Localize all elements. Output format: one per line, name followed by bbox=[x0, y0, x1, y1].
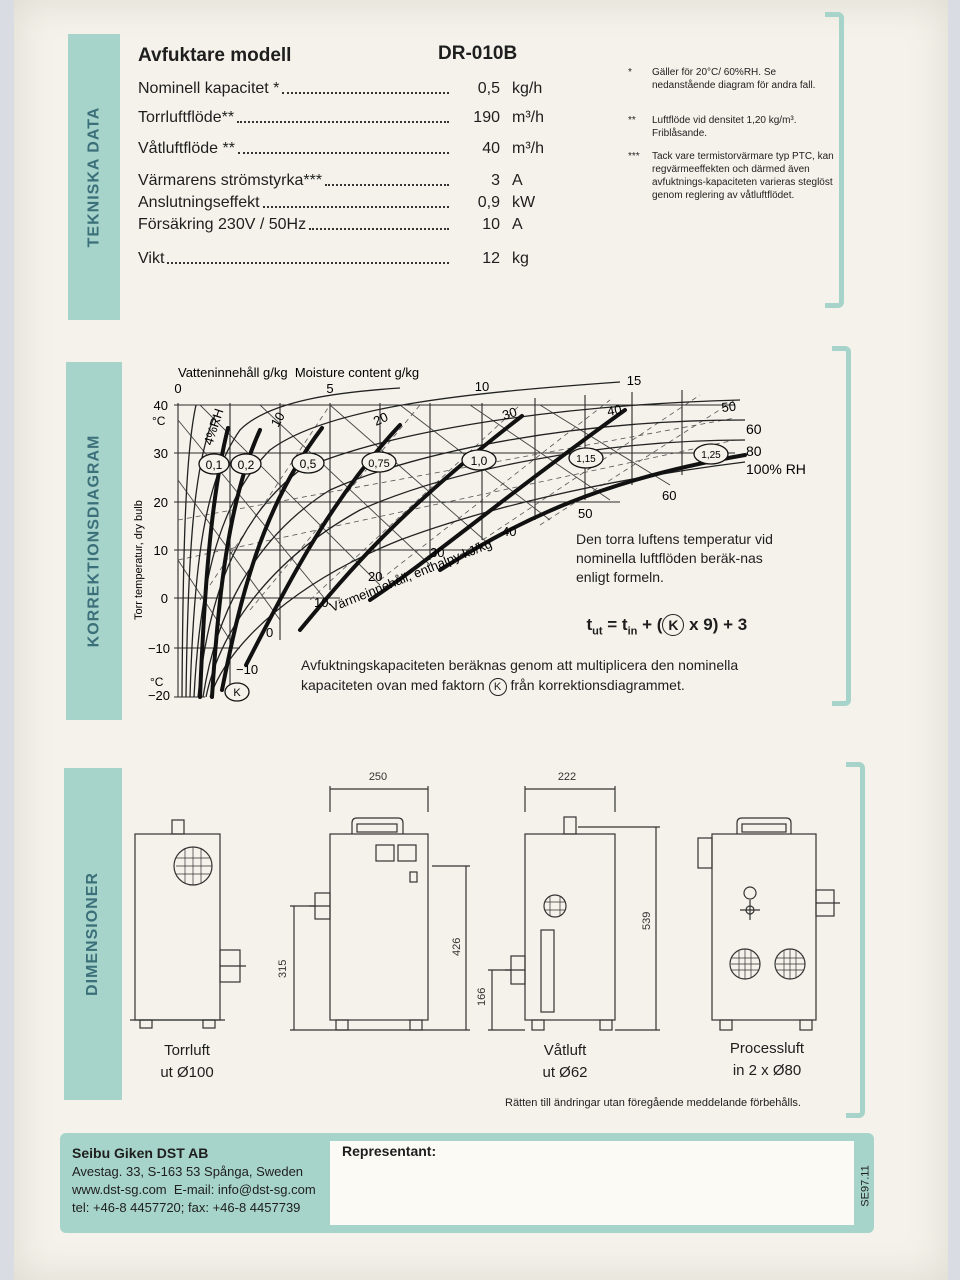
top-tick-0: 0 bbox=[174, 381, 181, 396]
k-value-markers bbox=[198, 443, 729, 702]
formula-k-symbol: K bbox=[662, 614, 685, 636]
enthalpy-tick-10: 10 bbox=[314, 595, 328, 610]
k-symbol-marker: K bbox=[233, 687, 241, 699]
company-address: Avestag. 33, S-163 53 Spånga, Sweden bbox=[72, 1164, 304, 1179]
spec-title: Avfuktare modell bbox=[138, 45, 292, 66]
y-unit-top: °C bbox=[152, 414, 166, 428]
unit-view-side-dry-outlet bbox=[130, 819, 246, 1029]
rh-label-60: 60 bbox=[746, 421, 762, 437]
unit-view-back-process-inlet bbox=[697, 817, 840, 1031]
spec-row-fuse: Försäkring 230V / 50Hz 10 A bbox=[138, 216, 523, 233]
spec-row-dry-airflow: Torrluftflöde** 190 m³/h bbox=[138, 109, 544, 126]
spec-row-wet-airflow: Våtluftflöde ** 40 m³/h bbox=[138, 140, 544, 157]
spec-row-weight: Vikt 12 kg bbox=[138, 250, 529, 267]
tab-tekniska-data: TEKNISKA DATA bbox=[68, 34, 120, 320]
y-tick-0: 0 bbox=[161, 591, 168, 606]
k-label-0-5: 0,5 bbox=[300, 457, 317, 471]
representative-box bbox=[330, 1141, 854, 1225]
enthalpy-tick-minus10: −10 bbox=[236, 662, 258, 677]
dim-height-539: 539 bbox=[641, 912, 653, 930]
y-unit-bottom: °C bbox=[150, 675, 164, 689]
capacity-explanation-1: Avfuktningskapaciteten beräknas genom at… bbox=[301, 657, 739, 673]
k-label-0-2: 0,2 bbox=[238, 458, 255, 472]
caption-process-air: Processluft in 2 x Ø80 bbox=[729, 1040, 805, 1079]
tech-bracket bbox=[825, 12, 844, 308]
rh-label-20: 20 bbox=[371, 409, 390, 429]
company-name: Seibu Giken DST AB bbox=[72, 1145, 209, 1161]
dimensions-bracket bbox=[846, 762, 865, 1118]
enthalpy-tick-20: 20 bbox=[368, 569, 382, 584]
k-label-1-0: 1,0 bbox=[471, 454, 488, 468]
y-tick-30: 30 bbox=[154, 446, 168, 461]
spec-model: DR-010B bbox=[438, 43, 518, 64]
unit-view-front bbox=[290, 786, 470, 1031]
tab-korrektionsdiagram: KORREKTIONSDIAGRAM bbox=[66, 362, 122, 720]
rh-label-40: 40 bbox=[606, 402, 623, 419]
top-tick-10: 10 bbox=[475, 379, 489, 394]
note-2: ** Luftflöde vid densitet 1,20 kg/m³. Fr… bbox=[628, 115, 797, 139]
enthalpy-tick-40: 40 bbox=[502, 524, 516, 539]
rh-label-30: 30 bbox=[500, 404, 518, 423]
enthalpy-tick-60: 60 bbox=[662, 488, 676, 503]
inline-k-symbol: K bbox=[488, 678, 507, 696]
top-tick-5: 5 bbox=[326, 381, 333, 396]
y-tick-minus20: −20 bbox=[148, 688, 170, 703]
top-axis-label: Vatteninnehåll g/kg Moisture content g/k… bbox=[178, 365, 419, 380]
dim-height-315: 315 bbox=[277, 960, 289, 978]
top-tick-15: 15 bbox=[627, 373, 641, 388]
k-label-0-75: 0,75 bbox=[368, 458, 389, 470]
enthalpy-tick-50: 50 bbox=[578, 506, 592, 521]
enthalpy-tick-0: 0 bbox=[266, 625, 273, 640]
spec-row-heater-current: Värmarens strömstyrka*** 3 A bbox=[138, 172, 523, 189]
y-tick-20: 20 bbox=[154, 495, 168, 510]
company-phone: tel: +46-8 4457720; fax: +46-8 4457739 bbox=[72, 1200, 301, 1215]
unit-view-side-wet-outlet bbox=[488, 786, 660, 1031]
formula-description: Den torra luftens temperatur vid nominel… bbox=[576, 531, 773, 585]
document-code: SE97.11 bbox=[859, 1165, 872, 1207]
dim-height-426: 426 bbox=[451, 938, 463, 956]
spec-row-power: Anslutningseffekt 0,9 kW bbox=[138, 194, 536, 211]
caption-dry-air: Torrluft ut Ø100 bbox=[160, 1042, 214, 1081]
company-web-email: www.dst-sg.com E-mail: info@dst-sg.com bbox=[72, 1182, 316, 1197]
spec-row-capacity: Nominell kapacitet * 0,5 kg/h bbox=[138, 80, 543, 97]
y-tick-10: 10 bbox=[154, 543, 168, 558]
brochure-page bbox=[14, 0, 948, 1280]
tab-dimensioner: DIMENSIONER bbox=[64, 768, 122, 1100]
rh-label-10: 10 bbox=[268, 409, 288, 429]
formula: tut = tin + (K x 9) + 3 bbox=[586, 614, 748, 638]
psychrometric-chart: 0,1 0,2 0,5 0,75 1,0 1,15 1,25 K Vatteni… bbox=[133, 365, 806, 703]
dim-height-166: 166 bbox=[476, 988, 488, 1006]
note-1: * Gäller för 20°C/ 60%RH. Se nedanståend… bbox=[628, 67, 816, 91]
note-3: *** Tack vare termistorvärmare typ PTC, … bbox=[628, 151, 834, 201]
caption-wet-air: Våtluft ut Ø62 bbox=[542, 1042, 588, 1081]
rh-label-50: 50 bbox=[721, 399, 737, 415]
representative-label: Representant: bbox=[342, 1143, 437, 1159]
k-label-1-15: 1,15 bbox=[576, 454, 596, 465]
disclaimer: Rätten till ändringar utan föregående me… bbox=[505, 1097, 801, 1109]
rh-label-80: 80 bbox=[746, 443, 762, 459]
dim-width-250: 250 bbox=[369, 771, 387, 783]
rh-label-100: 100% RH bbox=[746, 461, 806, 477]
diagram-bracket bbox=[832, 346, 851, 706]
y-axis-label: Torr temperatur, dry bulb bbox=[133, 500, 145, 620]
enthalpy-tick-30: 30 bbox=[430, 545, 444, 560]
y-tick-40: 40 bbox=[154, 398, 168, 413]
k-label-0-1: 0,1 bbox=[206, 458, 223, 472]
dim-width-222: 222 bbox=[558, 771, 576, 783]
k-label-1-25: 1,25 bbox=[701, 450, 721, 461]
capacity-explanation-2: kapaciteten ovan med faktorn K från korr… bbox=[301, 676, 685, 696]
y-tick-minus10: −10 bbox=[148, 641, 170, 656]
